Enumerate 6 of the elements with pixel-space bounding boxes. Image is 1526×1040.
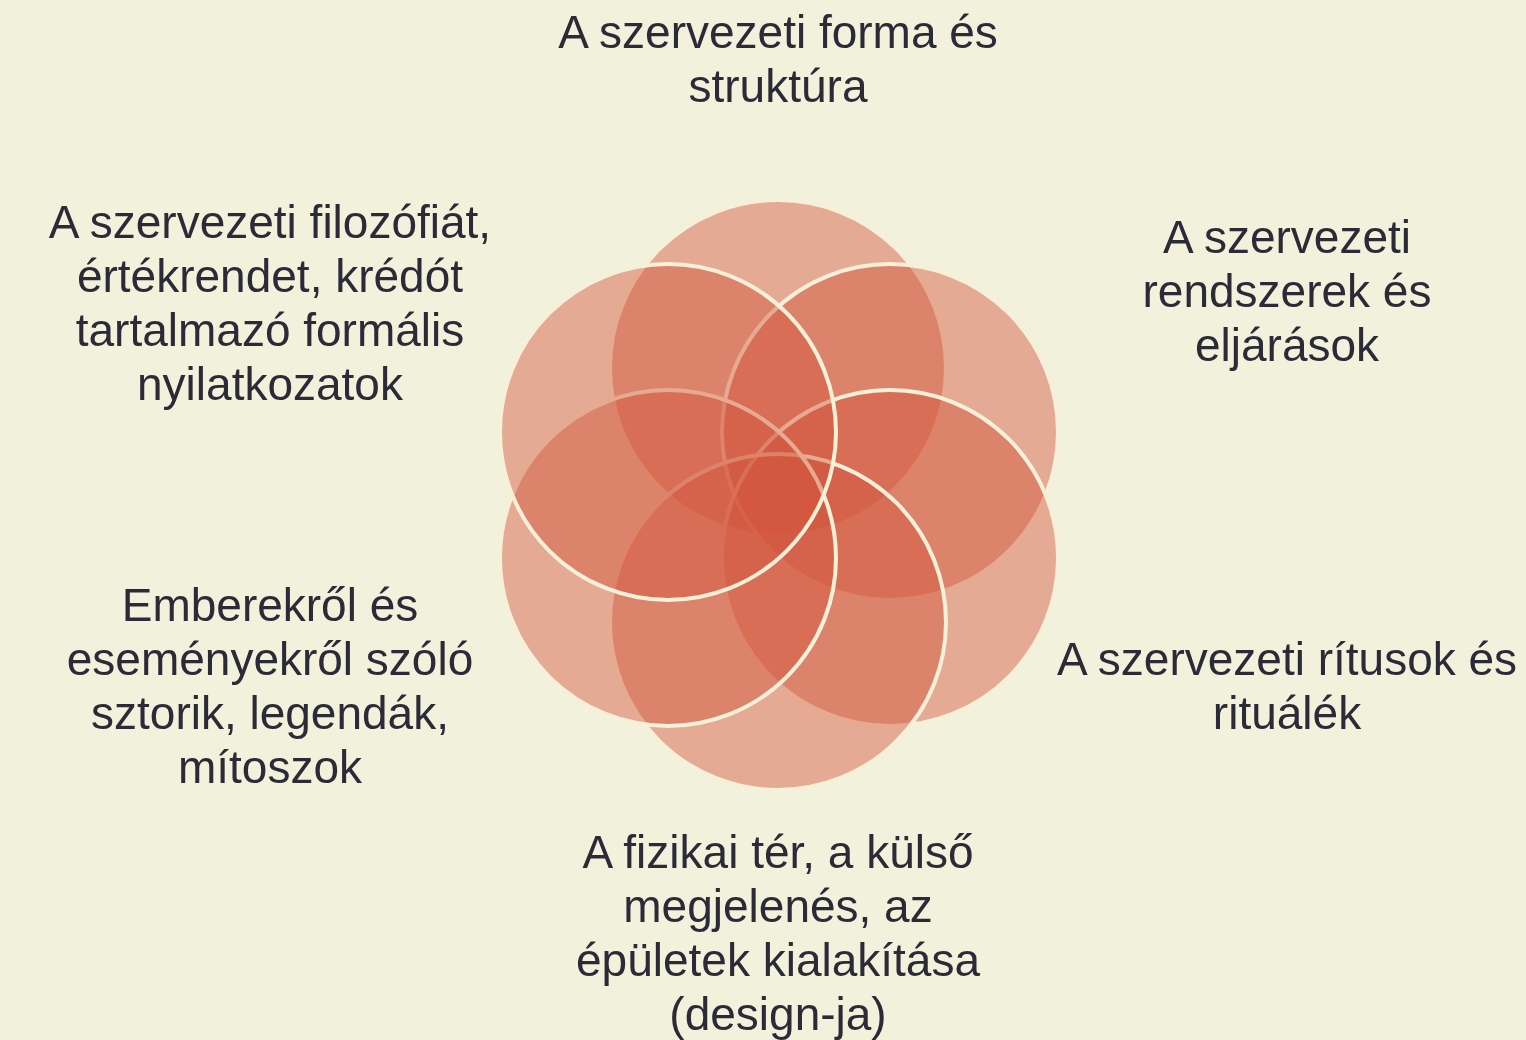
label-text: A szervezeti forma és struktúra (557, 5, 999, 113)
label-text: A szervezeti filozófiát, értékrendet, krédót tartalmazó formális nyilatkozatok (47, 195, 493, 411)
label-text: A szervezeti rendszerek és eljárások (1141, 210, 1433, 372)
label-text: A fizikai tér, a külső megjelenés, az épületek kialakítása (design-ja) (575, 825, 981, 1040)
label-text: Emberekről és eseményekről szóló sztorik, legendák, mítoszok (65, 578, 475, 794)
label-text: A szervezeti rítusok és rituálék (1055, 632, 1519, 740)
